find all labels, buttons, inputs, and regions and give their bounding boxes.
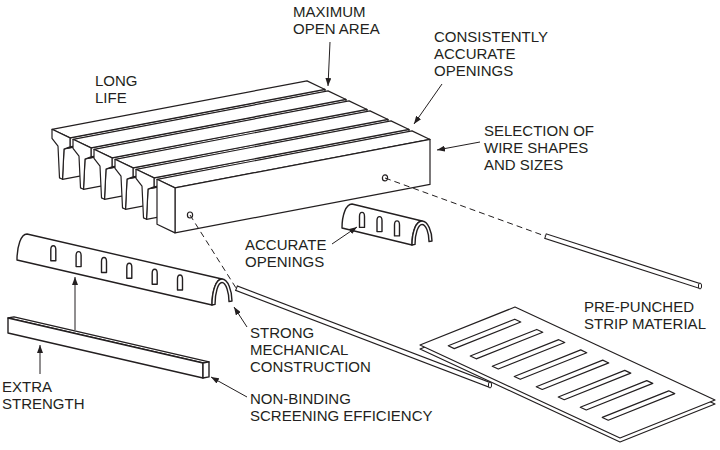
callout-label: MAXIMUM OPEN AREA — [293, 3, 393, 37]
callout-label: EXTRA STRENGTH — [2, 378, 94, 412]
rod-hole — [382, 175, 387, 181]
callout-label: ACCURATE OPENINGS — [245, 236, 335, 270]
callout-label: STRONG MECHANICAL CONSTRUCTION — [250, 324, 380, 375]
leader-line — [211, 377, 247, 397]
leader-line — [328, 42, 330, 86]
assembly-arrow — [75, 277, 76, 330]
leader-line — [40, 345, 41, 374]
label-holder: EXTRA STRENGTH — [2, 378, 94, 412]
clip-body — [342, 204, 422, 245]
rod-end — [698, 283, 701, 289]
callout-label: SELECTION OF WIRE SHAPES AND SIZES — [484, 122, 609, 173]
leader-line — [414, 84, 442, 124]
label-holder: CONSISTENTLY ACCURATE OPENINGS — [434, 28, 556, 79]
label-holder: STRONG MECHANICAL CONSTRUCTION — [250, 324, 380, 375]
clip-slot — [51, 246, 56, 261]
clip-slot — [178, 275, 183, 290]
rod-outline — [545, 236, 700, 286]
clip-slot — [76, 252, 81, 267]
callout-label: NON-BINDING SCREENING EFFICIENCY — [250, 390, 438, 424]
leader-line — [332, 227, 357, 244]
clip-slot — [152, 269, 157, 284]
plate-front — [8, 318, 203, 378]
clip-slot — [127, 263, 132, 278]
callout-label: LONG LIFE — [95, 72, 145, 106]
label-holder: NON-BINDING SCREENING EFFICIENCY — [250, 390, 438, 424]
clip-slot — [395, 221, 400, 236]
leader-line — [437, 142, 480, 150]
label-holder: SELECTION OF WIRE SHAPES AND SIZES — [484, 122, 609, 173]
leader-line — [234, 307, 247, 327]
label-holder: MAXIMUM OPEN AREA — [293, 3, 393, 37]
rod-end — [488, 382, 491, 388]
bar-end — [157, 179, 175, 233]
u-clip — [17, 234, 232, 305]
label-holder: LONG LIFE — [95, 72, 145, 106]
callout-label: CONSISTENTLY ACCURATE OPENINGS — [434, 28, 556, 79]
clip-slot — [102, 258, 107, 273]
clip-end — [212, 279, 232, 305]
clip-slot — [360, 212, 365, 227]
rod-body — [546, 236, 699, 285]
clip-slot — [377, 217, 382, 232]
label-holder: ACCURATE OPENINGS — [245, 236, 335, 270]
clip-body — [17, 234, 222, 305]
strip-slot — [602, 391, 675, 420]
reinforcing-plate — [8, 317, 209, 378]
clip-end — [412, 221, 432, 245]
callout-label: PRE-PUNCHED STRIP MATERIAL — [584, 298, 712, 332]
label-holder: PRE-PUNCHED STRIP MATERIAL — [584, 298, 712, 332]
rod — [545, 236, 702, 289]
u-clip — [342, 204, 432, 245]
plate-end — [203, 362, 209, 378]
